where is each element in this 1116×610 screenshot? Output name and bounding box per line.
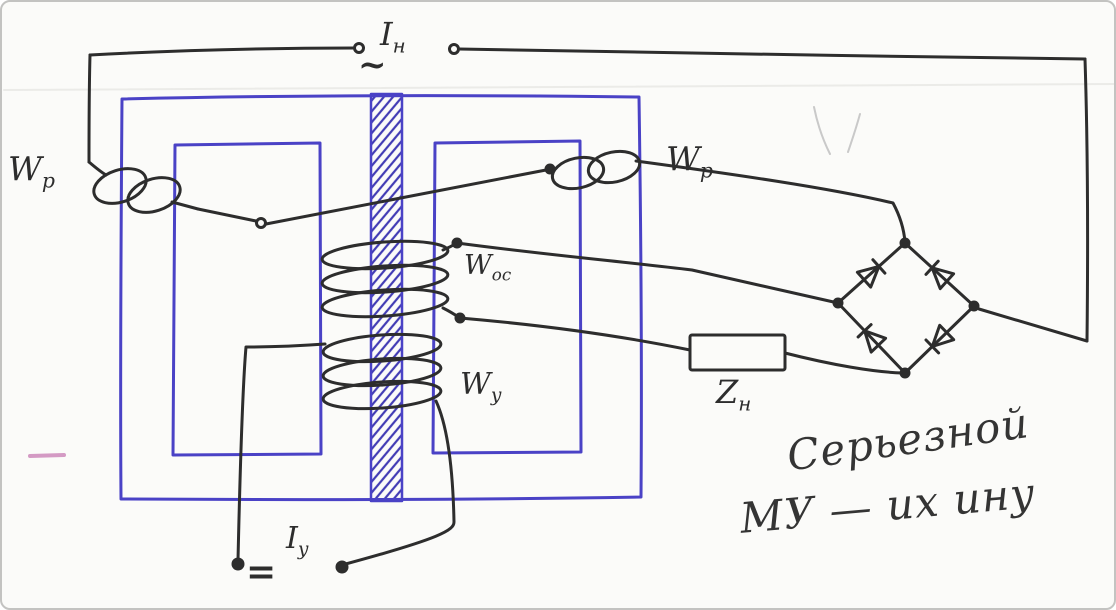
paper-artifacts bbox=[3, 83, 1114, 458]
core-outer-frame bbox=[119, 94, 643, 502]
feedback-winding bbox=[320, 237, 840, 352]
diode-bridge bbox=[832, 237, 980, 379]
magnetic-cores bbox=[119, 92, 643, 503]
label-load-current: Iн bbox=[380, 15, 406, 58]
diode-bottom-right bbox=[924, 323, 956, 355]
control-winding bbox=[231, 332, 456, 574]
control-terminal-left bbox=[231, 557, 245, 571]
load-terminal-right bbox=[448, 43, 460, 55]
diode-top-left bbox=[855, 258, 887, 289]
dc-symbol: = bbox=[246, 551, 277, 593]
pink-pen-mark bbox=[28, 453, 66, 458]
label-control-current: Iу bbox=[286, 521, 309, 560]
label-working-winding-right: Wp bbox=[666, 139, 714, 183]
core-left-window bbox=[171, 141, 323, 457]
load-terminal-left bbox=[353, 42, 365, 54]
core-center-leg bbox=[369, 92, 404, 503]
working-winding-left bbox=[87, 160, 548, 229]
load-impedance bbox=[688, 333, 904, 375]
label-working-winding-left: Wp bbox=[8, 149, 56, 193]
diode-bottom-left bbox=[856, 323, 888, 354]
label-control-winding: Wу bbox=[460, 367, 502, 406]
label-feedback-winding: Wос bbox=[464, 250, 512, 285]
junction-node-open bbox=[255, 217, 267, 229]
working-winding-right bbox=[544, 149, 907, 244]
ac-symbol: ~ bbox=[358, 45, 387, 85]
load-circuit-wires bbox=[87, 42, 1090, 343]
diode-top-right bbox=[924, 259, 956, 291]
control-terminal-right bbox=[335, 560, 349, 574]
label-load-impedance: Zн bbox=[716, 373, 752, 416]
